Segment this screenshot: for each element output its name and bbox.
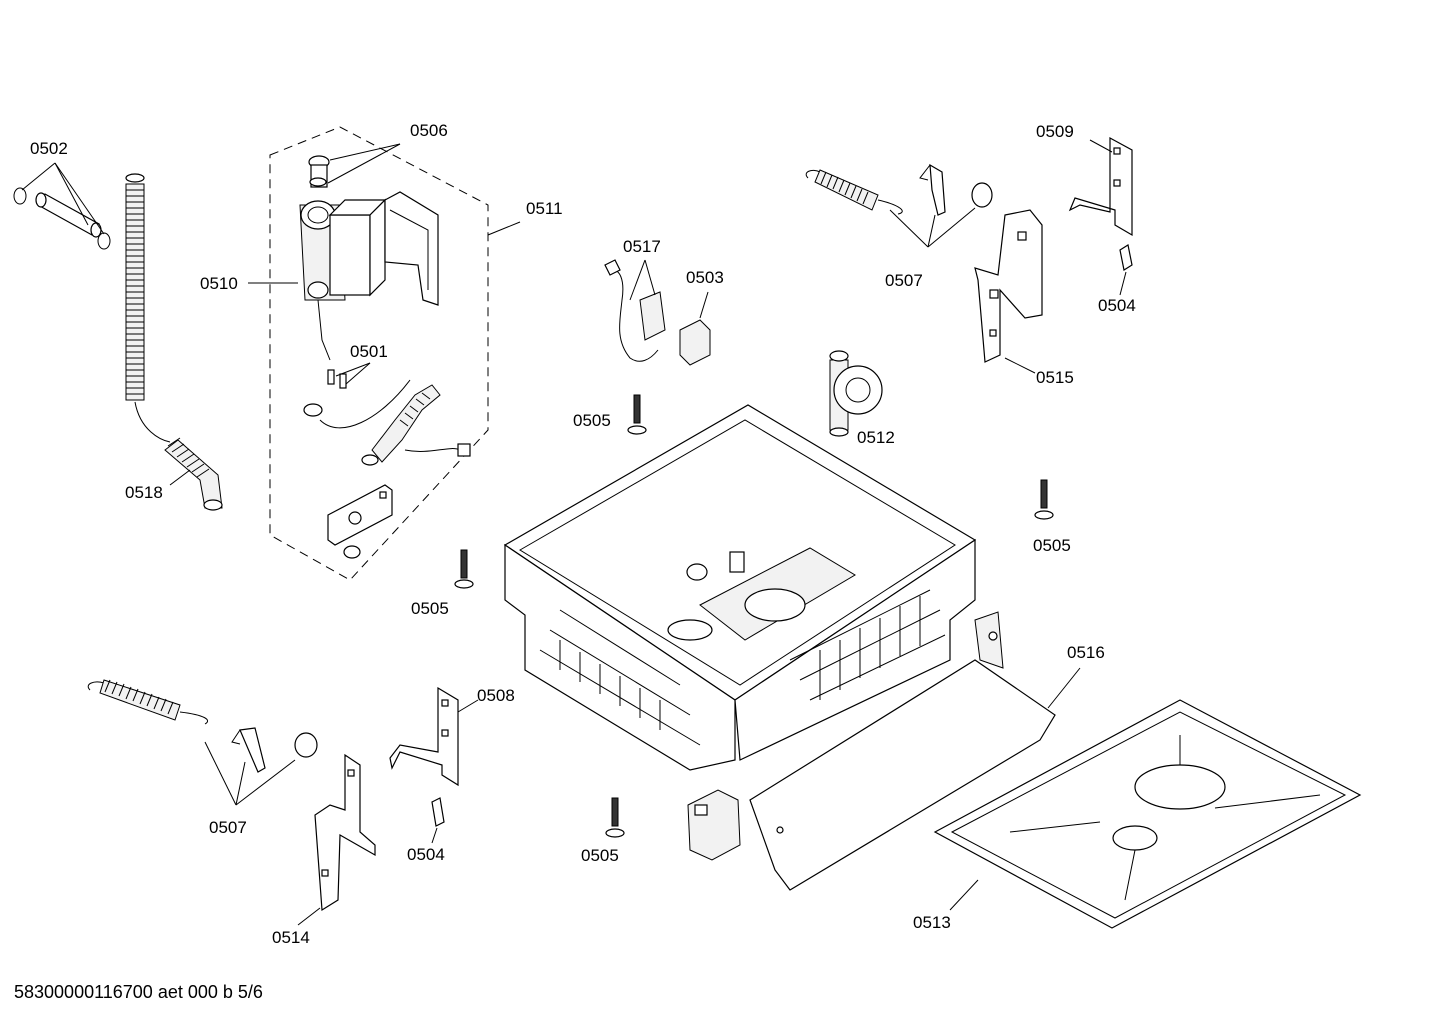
group-0511-outline (269, 126, 521, 581)
part-0501-connectors (303, 362, 411, 429)
part-0505-screw-c (454, 549, 474, 589)
part-drain-connector (687, 789, 741, 861)
part-0517-cable (604, 259, 666, 362)
part-group-bracket (327, 484, 393, 559)
label-0516: 0516 (1067, 643, 1105, 662)
label-0505-left: 0505 (411, 599, 449, 618)
part-0504-clip-left (431, 797, 445, 844)
label-0518: 0518 (125, 483, 163, 502)
label-0502: 0502 (30, 139, 68, 158)
part-0510-valve-assembly (248, 143, 439, 361)
label-0504-left: 0504 (407, 845, 445, 864)
label-0515: 0515 (1036, 368, 1074, 387)
label-0508: 0508 (477, 686, 515, 705)
part-0507-spring-set-top (805, 163, 993, 248)
part-0512-pump (829, 350, 883, 437)
part-0518-elbow-hose (164, 437, 223, 511)
label-0505-top: 0505 (573, 411, 611, 430)
part-0505-screw-b (1034, 479, 1054, 520)
label-0506: 0506 (410, 121, 448, 140)
label-0505-bottom: 0505 (581, 846, 619, 865)
label-0517: 0517 (623, 237, 661, 256)
label-0504-right: 0504 (1098, 296, 1136, 315)
part-0505-screw-d (605, 797, 625, 838)
document-id: 58300000116700 aet 000 b 5/6 (14, 982, 263, 1002)
label-0501: 0501 (350, 342, 388, 361)
part-inner-hose (361, 384, 471, 466)
part-0507-spring-set-bottom (87, 679, 318, 806)
label-0507-bottom: 0507 (209, 818, 247, 837)
label-0509: 0509 (1036, 122, 1074, 141)
label-0511: 0511 (526, 199, 563, 218)
label-0505-right: 0505 (1033, 536, 1071, 555)
label-0512: 0512 (857, 428, 895, 447)
label-0513: 0513 (913, 913, 951, 932)
part-0503-plug (679, 291, 711, 366)
label-0507-top: 0507 (885, 271, 923, 290)
part-0514-bracket (297, 753, 376, 926)
label-0514: 0514 (272, 928, 310, 947)
part-0502-pipe-clamps (13, 162, 111, 250)
part-0505-screw-a (627, 394, 647, 435)
part-0509-bracket (1068, 136, 1133, 237)
part-corrugated-hose (125, 173, 171, 443)
label-0510: 0510 (200, 274, 238, 293)
part-0516-kick-panel (749, 611, 1081, 891)
part-0515-bracket (974, 209, 1043, 374)
part-0504-clip-right (1119, 244, 1133, 296)
part-base-tub (503, 404, 977, 771)
label-0503: 0503 (686, 268, 724, 287)
part-0513-base-plate (933, 699, 1362, 929)
part-0508-bracket (389, 686, 479, 787)
